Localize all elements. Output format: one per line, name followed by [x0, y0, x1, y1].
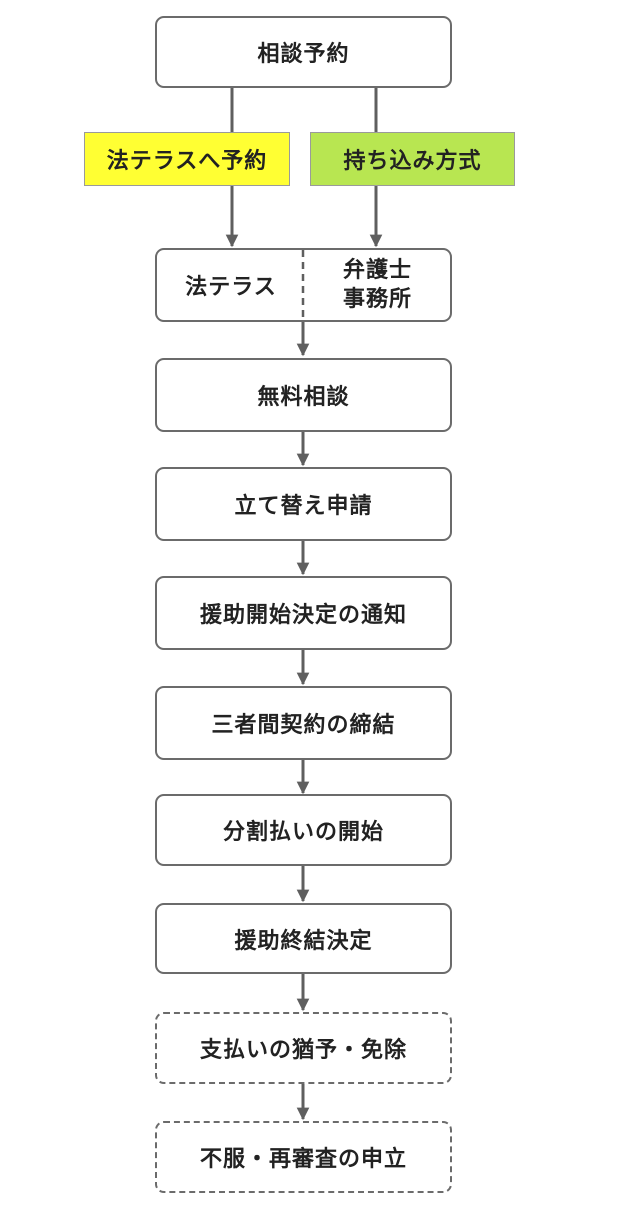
- law-office-line2: 事務所: [342, 287, 412, 312]
- houterasu-label: 法テラス: [185, 275, 277, 300]
- law-office-line1: 弁護士: [342, 258, 412, 283]
- consultation-venue-box: 法テラス 弁護士 事務所: [155, 248, 452, 322]
- law-office-label: 弁護士 事務所: [305, 250, 450, 320]
- step-advance-application: 立て替え申請: [155, 467, 452, 541]
- step-appeal-review: 不服・再審査の申立: [155, 1121, 452, 1193]
- step-payment-deferral: 支払いの猶予・免除: [155, 1012, 452, 1084]
- consultation-booking-box: 相談予約: [155, 16, 452, 88]
- step-tripartite-contract: 三者間契約の締結: [155, 686, 452, 760]
- bring-in-method-label: 持ち込み方式: [310, 132, 515, 186]
- houterasu-booking-label: 法テラスへ予約: [84, 132, 290, 186]
- step-aid-termination: 援助終結決定: [155, 903, 452, 974]
- step-installment-start: 分割払いの開始: [155, 794, 452, 866]
- step-aid-start-notice: 援助開始決定の通知: [155, 576, 452, 650]
- step-free-consultation: 無料相談: [155, 358, 452, 432]
